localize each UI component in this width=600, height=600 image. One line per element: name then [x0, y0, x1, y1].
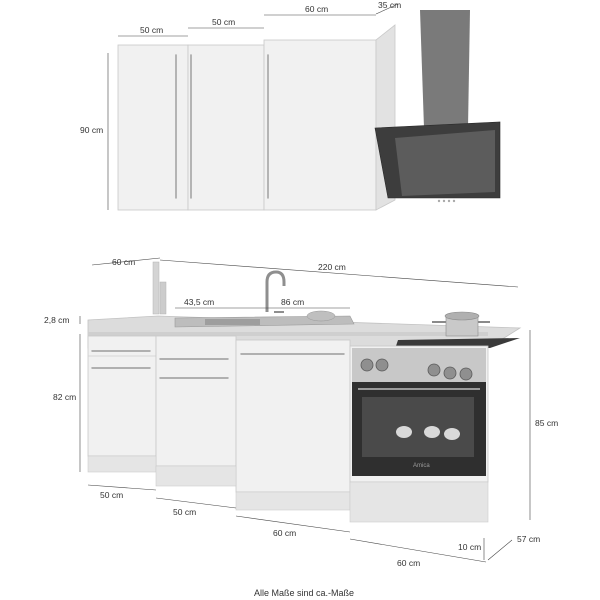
cooking-pot-icon: [432, 311, 490, 337]
food-icon: [444, 428, 460, 440]
bottles: [152, 261, 167, 315]
oven-knob-icon: [375, 358, 389, 372]
dim-label-base-depth: 57 cm: [517, 534, 540, 544]
oven-brand-logo: Amica: [413, 463, 430, 469]
dim-label-worktop-thickness: 2,8 cm: [44, 315, 70, 325]
footer-note: Alle Maße sind ca.-Maße: [254, 588, 354, 598]
plinth: [87, 455, 157, 473]
dim-label-base-width-3: 60 cm: [273, 528, 296, 538]
plinth: [155, 465, 237, 487]
dim-line: [487, 539, 513, 561]
sink-bowl: [205, 319, 260, 325]
dim-label-wall-width-3: 60 cm: [305, 4, 328, 14]
extractor-hood: [374, 10, 501, 203]
dim-line: [375, 3, 399, 15]
dim-line: [91, 257, 161, 266]
oven-knob-icon: [443, 366, 457, 380]
dim-label-sink-width: 86 cm: [281, 297, 304, 307]
wall-cabinet-2: [187, 44, 265, 211]
plinth: [349, 481, 489, 523]
oven: Amica: [352, 348, 486, 476]
oven-knob-icon: [427, 363, 441, 377]
dim-label-hood-depth: 35 cm: [378, 0, 401, 10]
wall-cabinet-1: [117, 44, 189, 211]
dim-label-base-height-85: 85 cm: [535, 418, 558, 428]
bottle-icon: [159, 281, 167, 315]
base-cabinet-1: [87, 335, 157, 457]
dim-label-base-width-4: 60 cm: [397, 558, 420, 568]
dim-label-sink-offset: 43,5 cm: [184, 297, 214, 307]
oven-knob-icon: [459, 367, 473, 381]
oven-window: [362, 397, 474, 457]
hood-button: [452, 199, 456, 203]
oven-knob-icon: [360, 358, 374, 372]
dim-label-wall-width-1: 50 cm: [140, 25, 163, 35]
dimension-labels: 50 cm 50 cm 60 cm 35 cm 90 cm 60 cm 220 …: [44, 0, 558, 568]
dim-label-plinth-height: 10 cm: [458, 542, 481, 552]
worktop-edge: [88, 332, 488, 336]
wall-cabinets: [117, 24, 396, 211]
dim-label-base-height-82: 82 cm: [53, 392, 76, 402]
dim-line: [349, 538, 487, 563]
bottle-icon: [152, 261, 160, 315]
dimension-lines: [79, 3, 531, 563]
pot-lid: [444, 311, 480, 321]
dim-label-top-depth: 60 cm: [112, 257, 135, 267]
dim-line: [87, 484, 157, 491]
dim-label-base-width-2: 50 cm: [173, 507, 196, 517]
hood-button: [447, 199, 451, 203]
food-icon: [424, 426, 440, 438]
base-cabinet-2: [155, 335, 237, 467]
dim-line: [235, 515, 351, 533]
dim-label-wall-width-2: 50 cm: [212, 17, 235, 27]
food-icon: [396, 426, 412, 438]
hood-button: [442, 199, 446, 203]
dim-line: [155, 497, 237, 509]
dim-label-wall-height: 90 cm: [80, 125, 103, 135]
faucet-icon: [265, 270, 286, 312]
base-cabinet-3: [235, 339, 351, 493]
hood-chimney: [420, 10, 470, 128]
dim-label-total-width: 220 cm: [318, 262, 346, 272]
plinth: [235, 491, 351, 511]
hood-button: [437, 199, 441, 203]
wall-cabinet-3: [263, 39, 377, 211]
bowl-icon: [306, 310, 336, 322]
dim-label-base-width-1: 50 cm: [100, 490, 123, 500]
hood-glass: [395, 130, 495, 196]
dim-line: [159, 259, 519, 288]
